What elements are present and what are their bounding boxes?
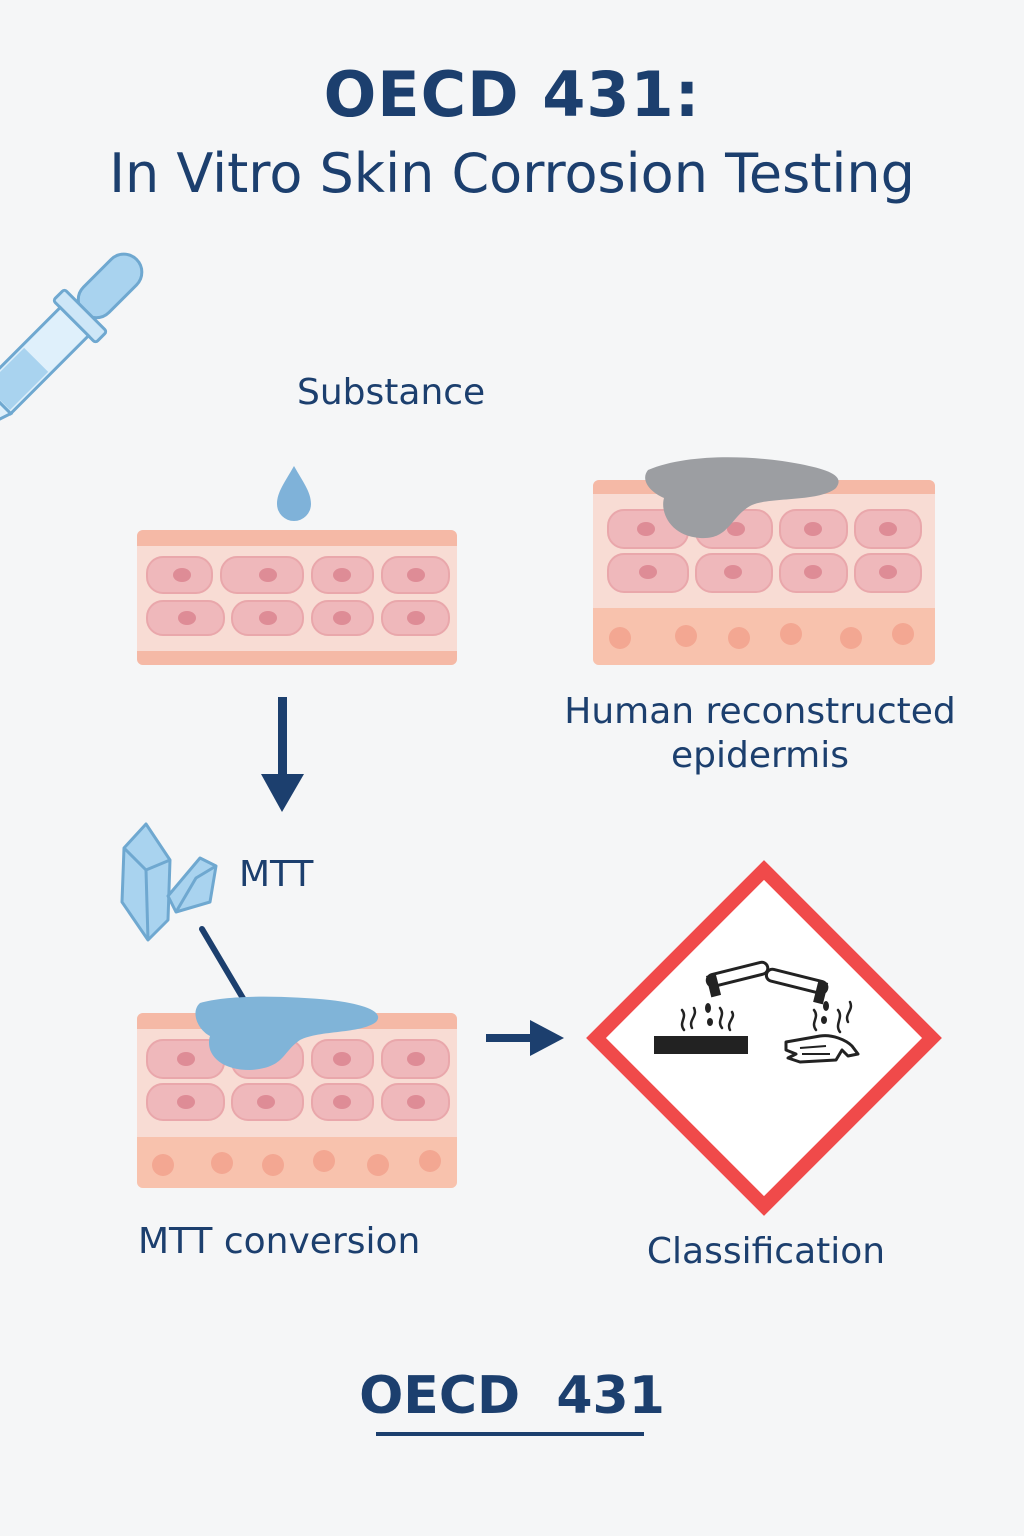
droplet-icon xyxy=(277,466,311,521)
label-classification: Classification xyxy=(646,1231,886,1272)
footer-underline xyxy=(376,1432,644,1436)
pipette-icon xyxy=(0,252,144,434)
corrosive-hazard-icon xyxy=(586,860,942,1216)
label-reconstructed-epidermis: Human reconstructed epidermis xyxy=(545,690,975,778)
skin-section-top-left xyxy=(137,530,457,665)
footer-title: OECD 431 xyxy=(0,1366,1024,1426)
label-substance: Substance xyxy=(297,372,486,413)
right-arrow xyxy=(486,1020,564,1056)
mtt-pointer-line xyxy=(199,926,247,1003)
label-mtt-conversion: MTT conversion xyxy=(138,1221,421,1262)
page-title: OECD 431: xyxy=(323,58,701,131)
down-arrow xyxy=(261,697,304,812)
footer-title-text: OECD 431 xyxy=(359,1366,665,1426)
skin-section-top-right xyxy=(593,457,935,665)
label-reconstructed-epidermis-text: Human reconstructed epidermis xyxy=(564,691,956,776)
skin-section-bottom-left xyxy=(137,996,457,1188)
label-mtt: MTT xyxy=(239,854,314,895)
mtt-crystal-icon xyxy=(120,822,218,942)
page-subtitle: In Vitro Skin Corrosion Testing xyxy=(109,142,915,205)
